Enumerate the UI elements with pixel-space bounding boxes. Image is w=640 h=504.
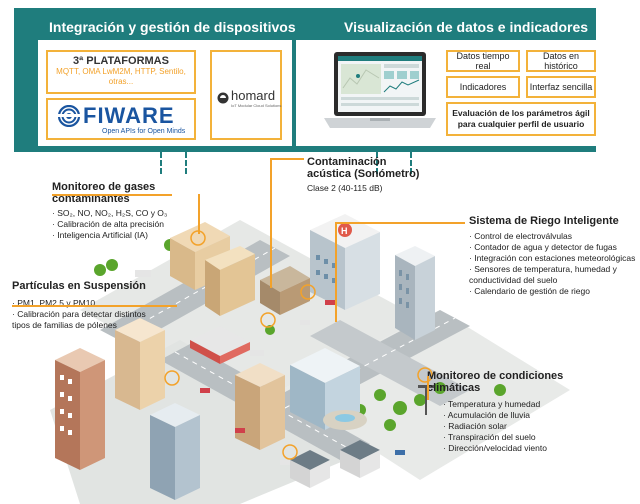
homard-name: homard	[231, 88, 276, 103]
integration-title: Integración y gestión de dispositivos	[49, 19, 296, 35]
list-item: Radiación solar	[443, 421, 577, 432]
particulas-list: PM1, PM2.5 y PM10 Calibración para detec…	[12, 298, 157, 331]
leader-line	[335, 222, 465, 224]
leader-line	[270, 158, 304, 160]
gases-title: Monitoreo de gases contaminantes	[52, 181, 156, 205]
list-item: SO₂, NO, NO₂, H₂S, CO y O₃	[52, 208, 202, 219]
laptop-dashboard-icon	[324, 52, 436, 128]
list-item: Temperatura y humedad	[443, 399, 577, 410]
list-item: Calibración de alta precisión	[52, 219, 202, 230]
list-item: PM1, PM2.5 y PM10	[12, 298, 157, 309]
leader-line	[52, 194, 172, 196]
list-item: Sensores de temperatura, humedad y condu…	[469, 264, 639, 286]
annotation-particulas: Partículas en Suspensión PM1, PM2.5 y PM…	[12, 280, 157, 331]
sonometro-detail: Clase 2 (40-115 dB)	[307, 183, 383, 193]
integration-panel: 3ª PLATAFORMAS MQTT, OMA LwM2M, HTTP, Se…	[38, 40, 292, 146]
annotation-gases: Monitoreo de gases contaminantes SO₂, NO…	[52, 181, 202, 241]
list-item: Dirección/velocidad viento	[443, 443, 577, 454]
particulas-title: Partículas en Suspensión	[12, 280, 146, 292]
leader-line	[198, 194, 200, 234]
viz-item-realtime: Datos tiempo real	[446, 50, 520, 72]
list-item: Control de electroválvulas	[469, 231, 639, 242]
list-item: Calibración para detectar distintos tipo…	[12, 309, 157, 331]
leader-line	[335, 222, 337, 322]
fiware-swirl-icon	[58, 105, 80, 127]
riego-title: Sistema de Riego Inteligente	[469, 215, 619, 227]
fiware-name: FIWARE	[83, 103, 175, 128]
isometric-city-illustration: H	[50, 214, 570, 504]
list-item: Acumulación de lluvia	[443, 410, 577, 421]
clima-list: Temperatura y humedad Acumulación de llu…	[443, 399, 577, 454]
platforms-box: 3ª PLATAFORMAS MQTT, OMA LwM2M, HTTP, Se…	[46, 50, 196, 94]
connector-dashed	[410, 152, 412, 174]
annotation-riego: Sistema de Riego Inteligente Control de …	[469, 215, 639, 297]
svg-text:H: H	[341, 226, 348, 236]
homard-logo-icon	[217, 92, 229, 104]
leader-line	[12, 305, 177, 307]
homard-tagline: IoT Modular Cloud Solutions	[231, 103, 282, 108]
visualization-title: Visualización de datos e indicadores	[344, 19, 589, 35]
viz-item-interface: Interfaz sencilla	[526, 76, 596, 98]
riego-list: Control de electroválvulas Contador de a…	[469, 231, 639, 297]
viz-item-history: Datos en histórico	[526, 50, 596, 72]
fiware-tagline: Open APIs for Open Minds	[102, 128, 186, 135]
viz-evaluation: Evaluación de los parámetros ágil para c…	[446, 102, 596, 136]
connector-dashed	[185, 152, 187, 174]
homard-logo-box: homard IoT Modular Cloud Solutions	[210, 50, 282, 140]
list-item: Contador de agua y detector de fugas	[469, 242, 639, 253]
visualization-panel: Datos tiempo real Datos en histórico Ind…	[296, 40, 602, 146]
leader-line	[427, 376, 429, 400]
annotation-clima: Monitoreo de condiciones climáticas Temp…	[427, 370, 577, 454]
top-band: Integración y gestión de dispositivos Vi…	[14, 8, 602, 152]
list-item: Inteligencia Artificial (IA)	[52, 230, 202, 241]
fiware-logo-box: FIWARE Open APIs for Open Minds	[46, 98, 196, 140]
list-item: Integración con estaciones meteorológica…	[469, 253, 639, 264]
annotation-sonometro: Contaminación acústica (Sonómetro) Clase…	[307, 156, 427, 193]
platforms-list: MQTT, OMA LwM2M, HTTP, Sentilo, otras...	[56, 67, 186, 86]
list-item: Transpiración del suelo	[443, 432, 577, 443]
gases-list: SO₂, NO, NO₂, H₂S, CO y O₃ Calibración d…	[52, 208, 202, 241]
platforms-title: 3ª PLATAFORMAS	[73, 55, 169, 67]
leader-line	[270, 158, 272, 288]
sonometro-title: Contaminación acústica (Sonómetro)	[307, 156, 420, 180]
connector-dashed	[376, 152, 378, 174]
clima-title: Monitoreo de condiciones climáticas	[427, 370, 564, 394]
viz-item-indicators: Indicadores	[446, 76, 520, 98]
list-item: Calendario de gestión de riego	[469, 286, 639, 297]
connector-dashed	[160, 152, 162, 174]
